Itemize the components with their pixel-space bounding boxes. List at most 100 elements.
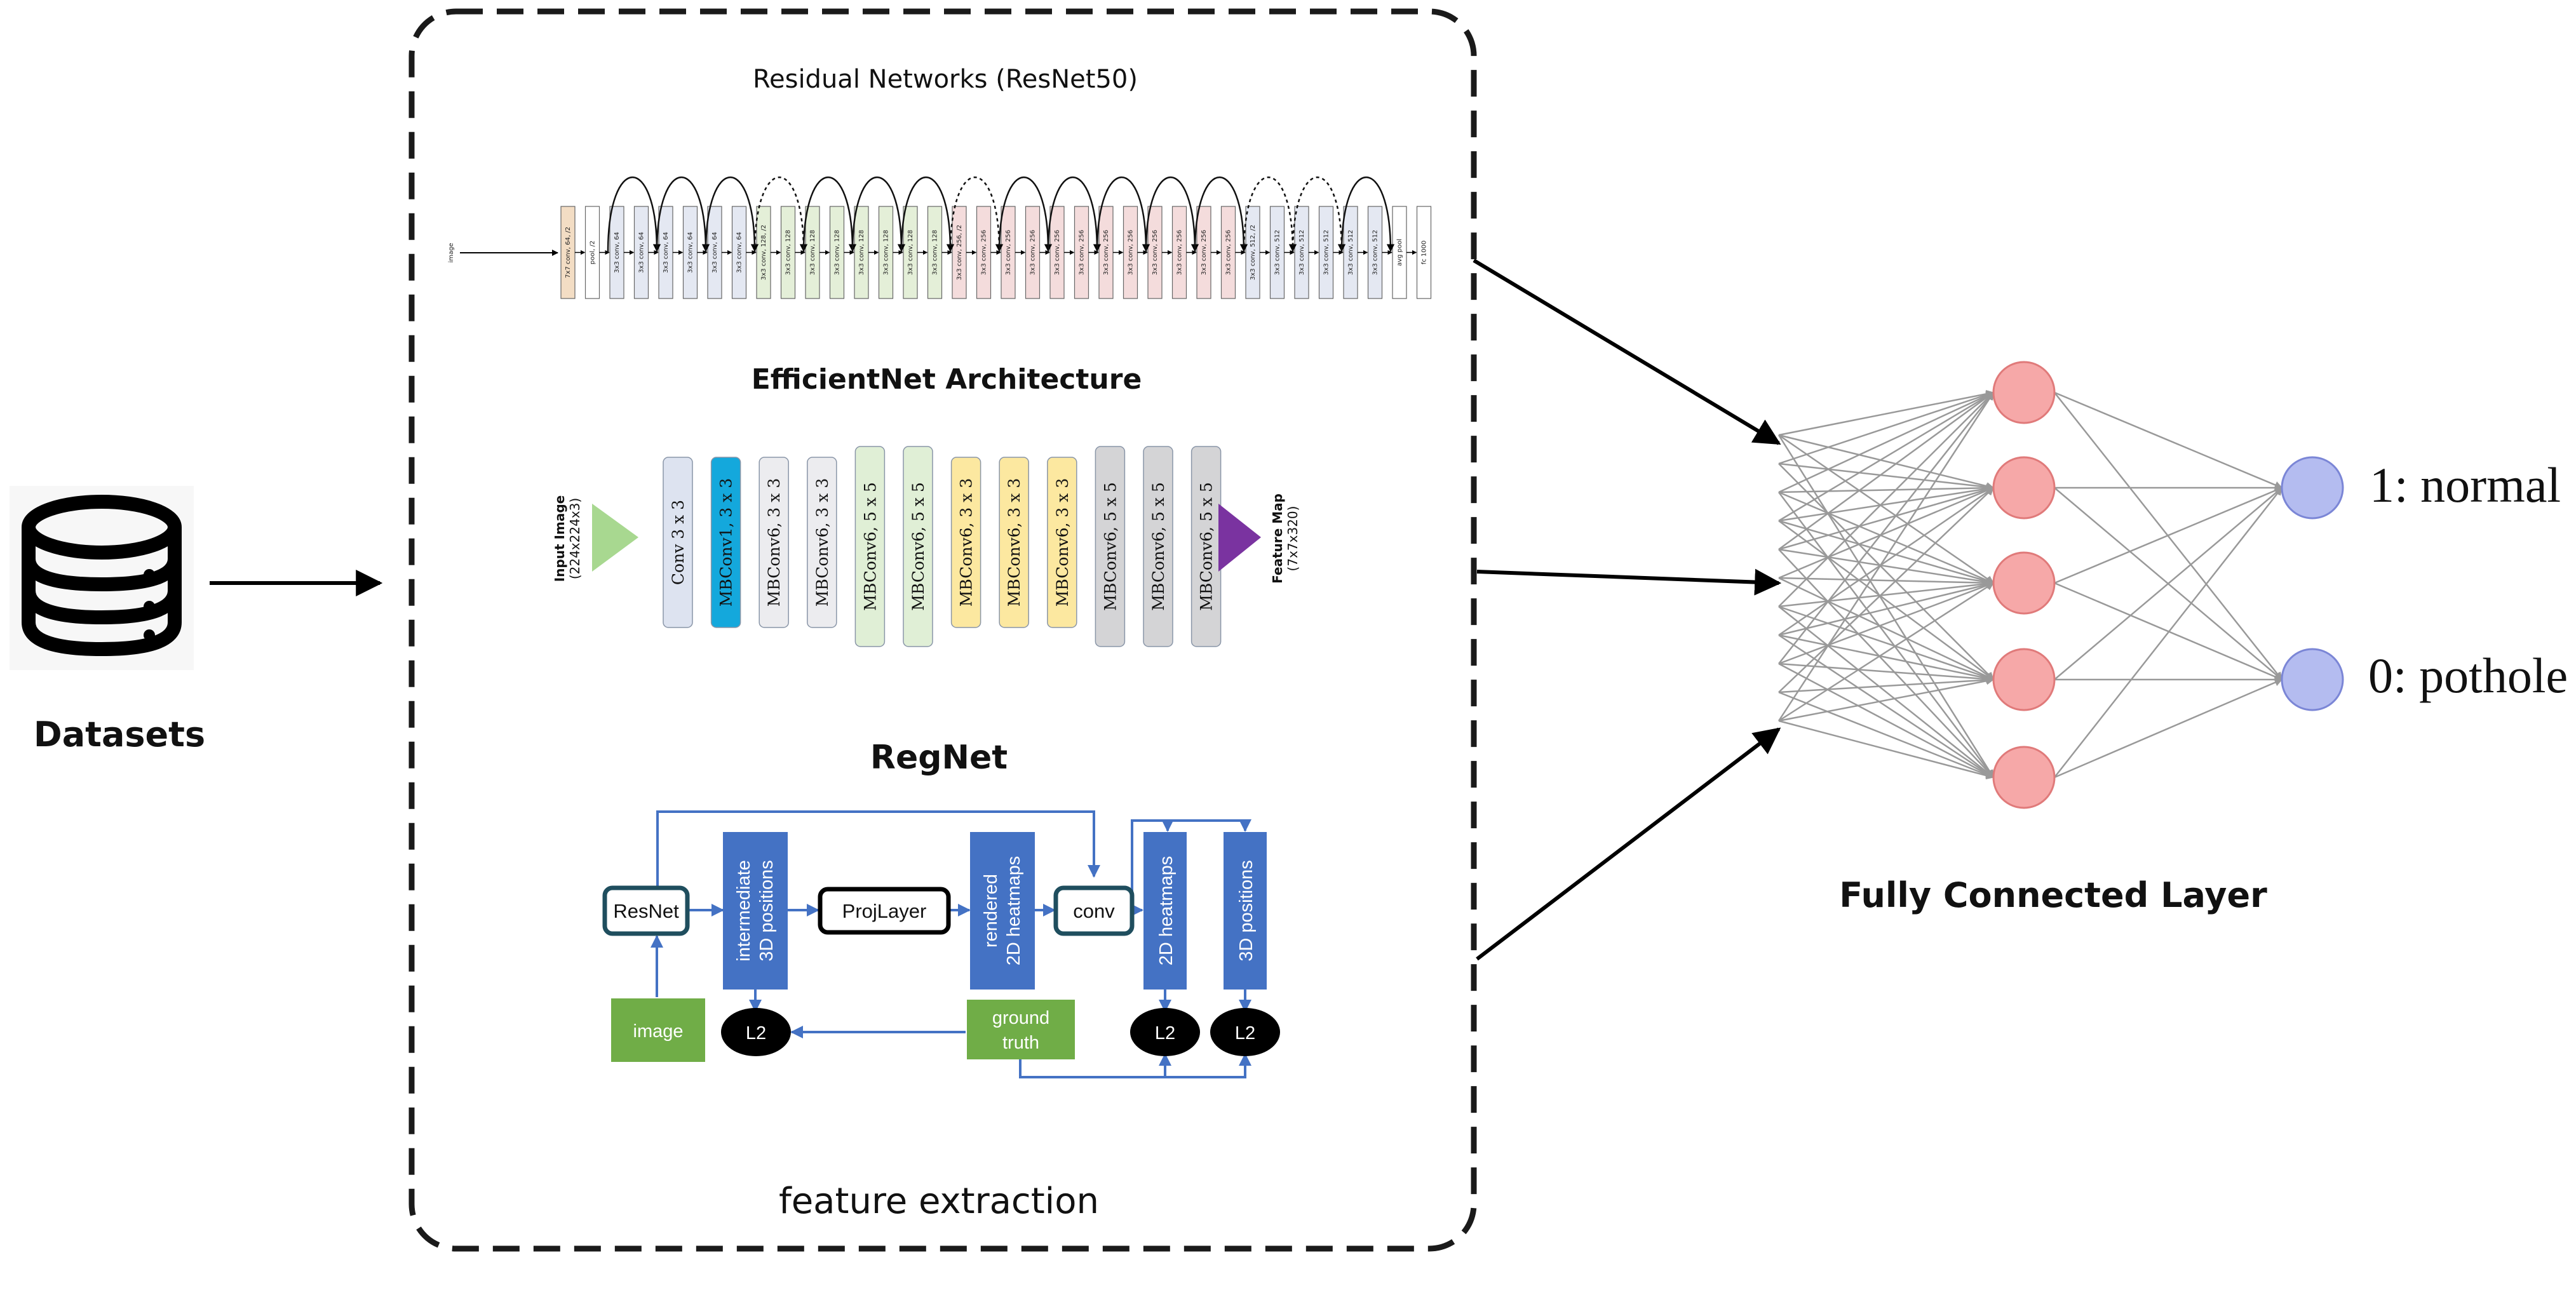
efficientnet-block [999,457,1029,628]
fc-edge [1778,390,1995,436]
efficientnet-output-size: (7x7x320) [1285,506,1300,572]
efficientnet-block-label: Conv 3 x 3 [669,500,687,585]
regnet-3d-positions-box [1224,832,1267,990]
fc-edge [1778,486,1995,551]
resnet-block-label: 3x3 conv, 128 [785,230,792,275]
efficientnet-title: EfficientNet Architecture [752,363,1142,396]
fc-edge [1778,676,1995,694]
fc-edge [1778,487,1994,693]
fc-edge [1778,606,1994,778]
resnet-block-label: 3x3 conv, 128 [883,230,890,275]
resnet-skip-connection [1194,176,1248,253]
efficientnet-block [663,457,693,628]
regnet-2d-heatmaps-box [1143,832,1187,990]
efficientnet-to-fc-arrow [1476,568,1782,596]
resnet-skip-connection [753,176,808,253]
regnet-resnet-label: ResNet [613,900,679,922]
efficientnet-block-label: MBConv6, 5 x 5 [1197,482,1216,610]
resnet-skip-connection [1145,176,1199,253]
resnet-section: Residual Networks (ResNet50) image 7x7 c… [448,65,1432,299]
fc-edge [1778,520,1995,681]
regnet-ground-truth-label-2: truth [1002,1033,1039,1053]
regnet-l2-label-2: L2 [1155,1023,1175,1043]
regnet-section: RegNet ResNet intermediate 3D positions [602,739,1280,1078]
efficientnet-block-label: MBConv6, 3 x 3 [1005,478,1023,607]
resnet-block-label: 3x3 conv, 256 [1030,230,1037,275]
fc-edge [2054,487,2283,778]
resnet-skip-connection [851,176,906,253]
resnet-block-label: 3x3 conv, 128 [834,230,841,275]
resnet-skip-connection [802,176,857,253]
efficientnet-block [710,457,741,628]
resnet-block-label: 3x3 conv, 256 [1225,230,1232,275]
datasets-group: Datasets [10,486,205,755]
fc-edge [1778,582,1995,722]
fc-edge [2054,678,2283,779]
resnet-block-label: pool, /2 [590,241,597,264]
fc-output-label-normal: 1: normal [2370,457,2561,513]
resnet-input-label: image [448,243,455,262]
fc-edge [1778,491,1995,584]
efficientnet-input-triangle [592,504,638,572]
fc-output-node [2281,456,2344,520]
resnet-block-label: 3x3 conv, 256 [1103,230,1110,275]
fc-edge [2054,486,2283,584]
resnet-block-label: 3x3 conv, 128, /2 [760,225,767,280]
regnet-conv-box [1053,885,1135,936]
fc-edges [1777,390,2283,780]
fc-edge [1778,691,1995,779]
fc-edge [1778,392,1994,664]
regnet-rendered-label-2: 2D heatmaps [1004,856,1024,966]
regnet-2d-heatmaps-label: 2D heatmaps [1156,856,1177,966]
fc-edge [1778,434,1995,490]
fc-edge [1778,580,1995,608]
regnet-rendered-label-1: rendered [981,874,1001,948]
regnet-projlayer-label: ProjLayer [842,900,927,922]
fc-edge [1778,549,1994,778]
efficientnet-block-label: MBConv6, 5 x 5 [1101,482,1119,610]
resnet-block-label: 3x3 conv, 64 [614,232,621,273]
resnet-block-label: fc 1000 [1421,241,1428,265]
fc-edge [1778,676,1995,722]
resnet-block-label: 3x3 conv, 512 [1372,230,1379,275]
fc-edge [1778,483,1995,493]
fc-edge [1778,434,1995,584]
datasets-label: Datasets [34,715,205,755]
fc-edge [2054,487,2283,680]
resnet-block-label: 3x3 conv, 256, /2 [956,225,963,280]
regnet-l2-loss-1 [721,1008,791,1056]
efficientnet-block-label: MBConv6, 5 x 5 [1149,482,1168,610]
fc-output-node [2281,648,2344,711]
fc-edge [1778,391,1995,493]
resnet-block-label: 3x3 conv, 128 [932,230,939,275]
resnet-skip-connection [998,176,1053,253]
feature-extraction-caption: feature extraction [779,1181,1099,1222]
regnet-ground-truth-box [967,1000,1075,1059]
resnet-block-label: 3x3 conv, 512 [1298,230,1305,275]
fc-hidden-node [1992,551,2056,615]
regnet-l2-loss-2 [1130,1008,1200,1056]
regnet-l2-loss-3 [1210,1008,1280,1056]
regnet-image-label: image [633,1021,684,1042]
efficientnet-output-triangle [1218,504,1261,572]
fc-edge [1778,392,1994,607]
efficientnet-block [854,446,886,647]
fc-edge [1778,662,1995,779]
efficientnet-block [807,457,837,628]
efficientnet-block [1143,446,1173,647]
fc-hidden-node [1992,456,2056,520]
fc-edge [1778,486,1995,636]
regnet-to-fc-arrow [1476,727,1781,961]
resnet-block-label: 3x3 conv, 256 [1201,230,1208,275]
fc-edge [1778,391,1995,551]
efficientnet-block [903,446,933,647]
regnet-rendered-box [970,832,1035,990]
fc-edge [1778,577,1995,681]
resnet-skip-connection [949,176,1004,253]
fc-edge [1778,391,1995,522]
resnet-title: Residual Networks (ResNet50) [753,65,1138,94]
resnet-block-label: 3x3 conv, 64 [663,232,670,273]
